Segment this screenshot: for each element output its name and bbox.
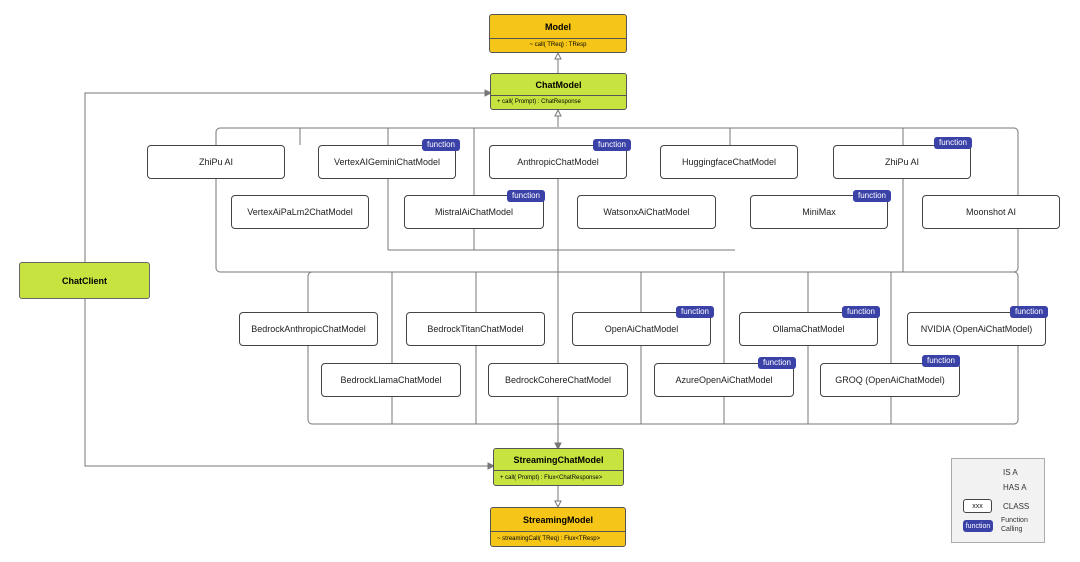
streaming-model-class: StreamingModel ~ streamingCall( TReq) : …: [490, 507, 626, 547]
model-label: VertexAIGeminiChatModel: [333, 157, 441, 167]
model-class: Model ~ call( TReq) : TResp: [489, 14, 627, 53]
streaming-chat-model-method: + call( Prompt) : Flux<ChatResponse>: [500, 475, 603, 481]
model-label: OpenAiChatModel: [604, 324, 679, 334]
model-label: BedrockTitanChatModel: [427, 324, 524, 334]
chat-model-class: ChatModel + call( Prompt) : ChatResponse: [490, 73, 627, 110]
model-box-vertexai-palm2: VertexAiPaLm2ChatModel: [231, 195, 369, 229]
legend-is-a-label: IS A: [1003, 468, 1018, 477]
model-label: WatsonxAiChatModel: [603, 207, 690, 217]
legend-function-badge: function: [963, 520, 993, 532]
model-label: AnthropicChatModel: [517, 157, 599, 167]
model-label: BedrockCohereChatModel: [504, 375, 612, 385]
model-label: NVIDIA (OpenAiChatModel): [920, 324, 1033, 334]
model-box-minimax: MiniMax: [750, 195, 888, 229]
model-label: MiniMax: [802, 207, 836, 217]
chat-model-method: + call( Prompt) : ChatResponse: [497, 99, 581, 105]
model-label: BedrockAnthropicChatModel: [251, 324, 366, 334]
function-badge: function: [842, 306, 880, 318]
model-label: BedrockLlamaChatModel: [340, 375, 442, 385]
chat-client-class: ChatClient: [19, 262, 150, 299]
legend-class-sample: xxx: [963, 499, 992, 513]
model-label: Moonshot AI: [965, 207, 1017, 217]
model-label: GROQ (OpenAiChatModel): [835, 375, 945, 385]
model-label: AzureOpenAiChatModel: [675, 375, 773, 385]
legend-class-sample-text: xxx: [972, 502, 983, 510]
legend-function-calling-line2: Calling: [1001, 526, 1023, 533]
model-label: VertexAiPaLm2ChatModel: [247, 207, 353, 217]
chat-model-title: ChatModel: [491, 74, 626, 96]
model-box-huggingface: HuggingfaceChatModel: [660, 145, 798, 179]
streaming-model-title: StreamingModel: [491, 508, 625, 532]
model-box-bedrock-titan: BedrockTitanChatModel: [406, 312, 545, 346]
model-box-zhipu-ai-function: ZhiPu AI: [833, 145, 971, 179]
function-badge: function: [758, 357, 796, 369]
model-box-bedrock-anthropic: BedrockAnthropicChatModel: [239, 312, 378, 346]
function-badge: function: [676, 306, 714, 318]
function-badge: function: [1010, 306, 1048, 318]
legend-class-label: CLASS: [1003, 502, 1030, 511]
streaming-model-method: ~ streamingCall( TReq) : Flux<TResp>: [497, 536, 601, 542]
model-box-bedrock-cohere: BedrockCohereChatModel: [488, 363, 628, 397]
function-badge: function: [507, 190, 545, 202]
function-badge: function: [922, 355, 960, 367]
function-badge: function: [853, 190, 891, 202]
model-box-zhipu-ai: ZhiPu AI: [147, 145, 285, 179]
model-label: OllamaChatModel: [772, 324, 845, 334]
model-box-groq: GROQ (OpenAiChatModel): [820, 363, 960, 397]
model-box-bedrock-llama: BedrockLlamaChatModel: [321, 363, 461, 397]
streaming-chat-model-class: StreamingChatModel + call( Prompt) : Flu…: [493, 448, 624, 486]
model-label: MistralAiChatModel: [434, 207, 514, 217]
streaming-chat-model-title: StreamingChatModel: [494, 449, 623, 471]
function-badge: function: [422, 139, 460, 151]
model-method: ~ call( TReq) : TResp: [529, 42, 587, 48]
legend-has-a-label: HAS A: [1003, 483, 1027, 492]
model-box-watsonxai: WatsonxAiChatModel: [577, 195, 716, 229]
function-badge: function: [934, 137, 972, 149]
model-label: HuggingfaceChatModel: [681, 157, 777, 167]
chat-client-title: ChatClient: [62, 275, 107, 286]
model-title: Model: [490, 15, 626, 39]
model-label: ZhiPu AI: [198, 157, 234, 167]
model-label: ZhiPu AI: [884, 157, 920, 167]
function-badge: function: [593, 139, 631, 151]
model-box-moonshot-ai: Moonshot AI: [922, 195, 1060, 229]
legend-function-calling-line1: Function: [1001, 517, 1028, 524]
